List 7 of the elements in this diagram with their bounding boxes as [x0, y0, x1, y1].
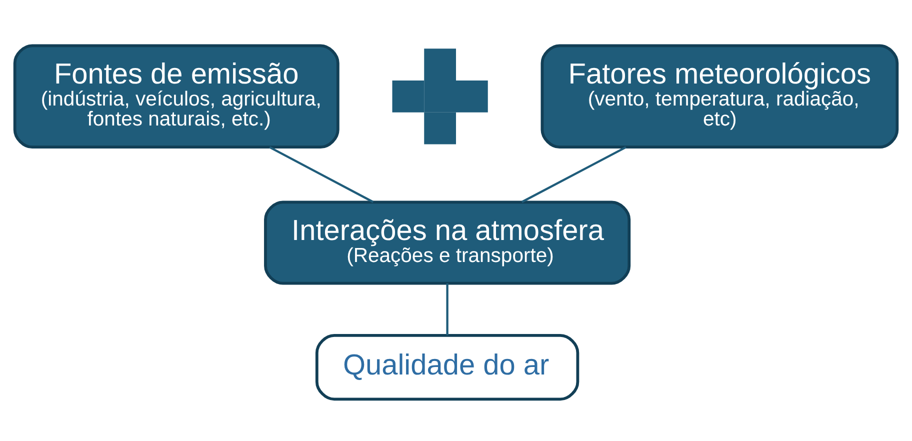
node-box: Fontes de emissão (indústria, veículos, agricultura, fontes naturais, etc.)	[13, 44, 340, 148]
node-box: Fatores meteorológicos (vento, temperatura, radiação, etc)	[540, 44, 899, 148]
connector	[521, 146, 626, 202]
connector	[446, 282, 448, 335]
node-box: Qualidade do ar	[315, 334, 580, 400]
node-box: Interações na atmosfera (Reações e transporte)	[264, 200, 631, 284]
connector	[269, 146, 374, 202]
